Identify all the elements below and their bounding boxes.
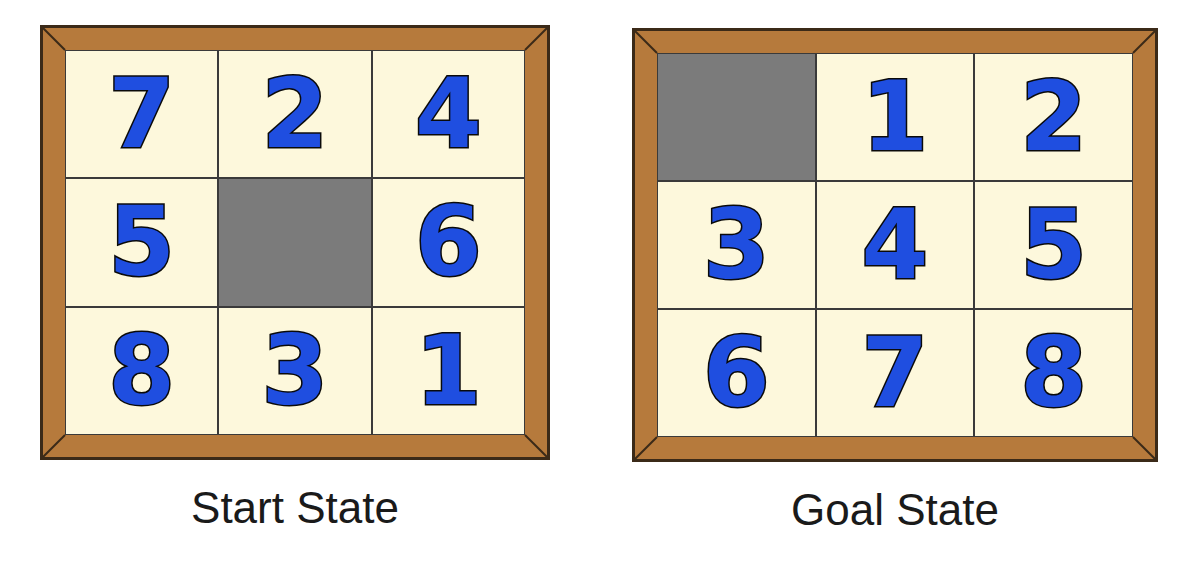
number-tile: 4 bbox=[816, 181, 975, 309]
tile-number: 8 bbox=[1020, 325, 1087, 421]
bevel-line bbox=[525, 435, 547, 457]
number-tile: 1 bbox=[372, 307, 525, 435]
number-tile: 4 bbox=[372, 50, 525, 178]
bevel-line bbox=[635, 437, 657, 459]
number-tile: 2 bbox=[218, 50, 371, 178]
number-tile: 7 bbox=[816, 309, 975, 437]
tile-number: 5 bbox=[108, 194, 175, 290]
number-tile: 6 bbox=[657, 309, 816, 437]
number-tile: 5 bbox=[974, 181, 1133, 309]
number-tile: 3 bbox=[218, 307, 371, 435]
puzzle-board: Goal State12345678 bbox=[632, 28, 1158, 462]
tile-number: 1 bbox=[415, 323, 482, 419]
tile-number: 4 bbox=[862, 197, 929, 293]
bevel-line bbox=[525, 28, 547, 50]
tile-number: 7 bbox=[108, 66, 175, 162]
tile-number: 2 bbox=[262, 66, 329, 162]
tile-number: 5 bbox=[1020, 197, 1087, 293]
number-tile: 2 bbox=[974, 53, 1133, 181]
tile-number: 7 bbox=[862, 325, 929, 421]
bevel-line bbox=[1133, 31, 1155, 53]
tile-number: 4 bbox=[415, 66, 482, 162]
blank-tile bbox=[657, 53, 816, 181]
tile-number: 8 bbox=[108, 323, 175, 419]
state-caption: Start State bbox=[43, 483, 547, 533]
puzzle-board: Start State72456831 bbox=[40, 25, 550, 460]
bevel-line bbox=[1133, 437, 1155, 459]
tile-number: 3 bbox=[262, 323, 329, 419]
number-tile: 5 bbox=[65, 178, 218, 306]
tile-number: 6 bbox=[703, 325, 770, 421]
bevel-line bbox=[43, 28, 65, 50]
number-tile: 8 bbox=[974, 309, 1133, 437]
number-tile: 7 bbox=[65, 50, 218, 178]
number-tile: 6 bbox=[372, 178, 525, 306]
tile-number: 3 bbox=[703, 197, 770, 293]
number-tile: 8 bbox=[65, 307, 218, 435]
state-caption: Goal State bbox=[635, 485, 1155, 535]
tile-number: 2 bbox=[1020, 69, 1087, 165]
bevel-line bbox=[635, 31, 657, 53]
blank-tile bbox=[218, 178, 371, 306]
number-tile: 3 bbox=[657, 181, 816, 309]
bevel-line bbox=[43, 435, 65, 457]
number-tile: 1 bbox=[816, 53, 975, 181]
tile-number: 1 bbox=[862, 69, 929, 165]
tile-number: 6 bbox=[415, 194, 482, 290]
